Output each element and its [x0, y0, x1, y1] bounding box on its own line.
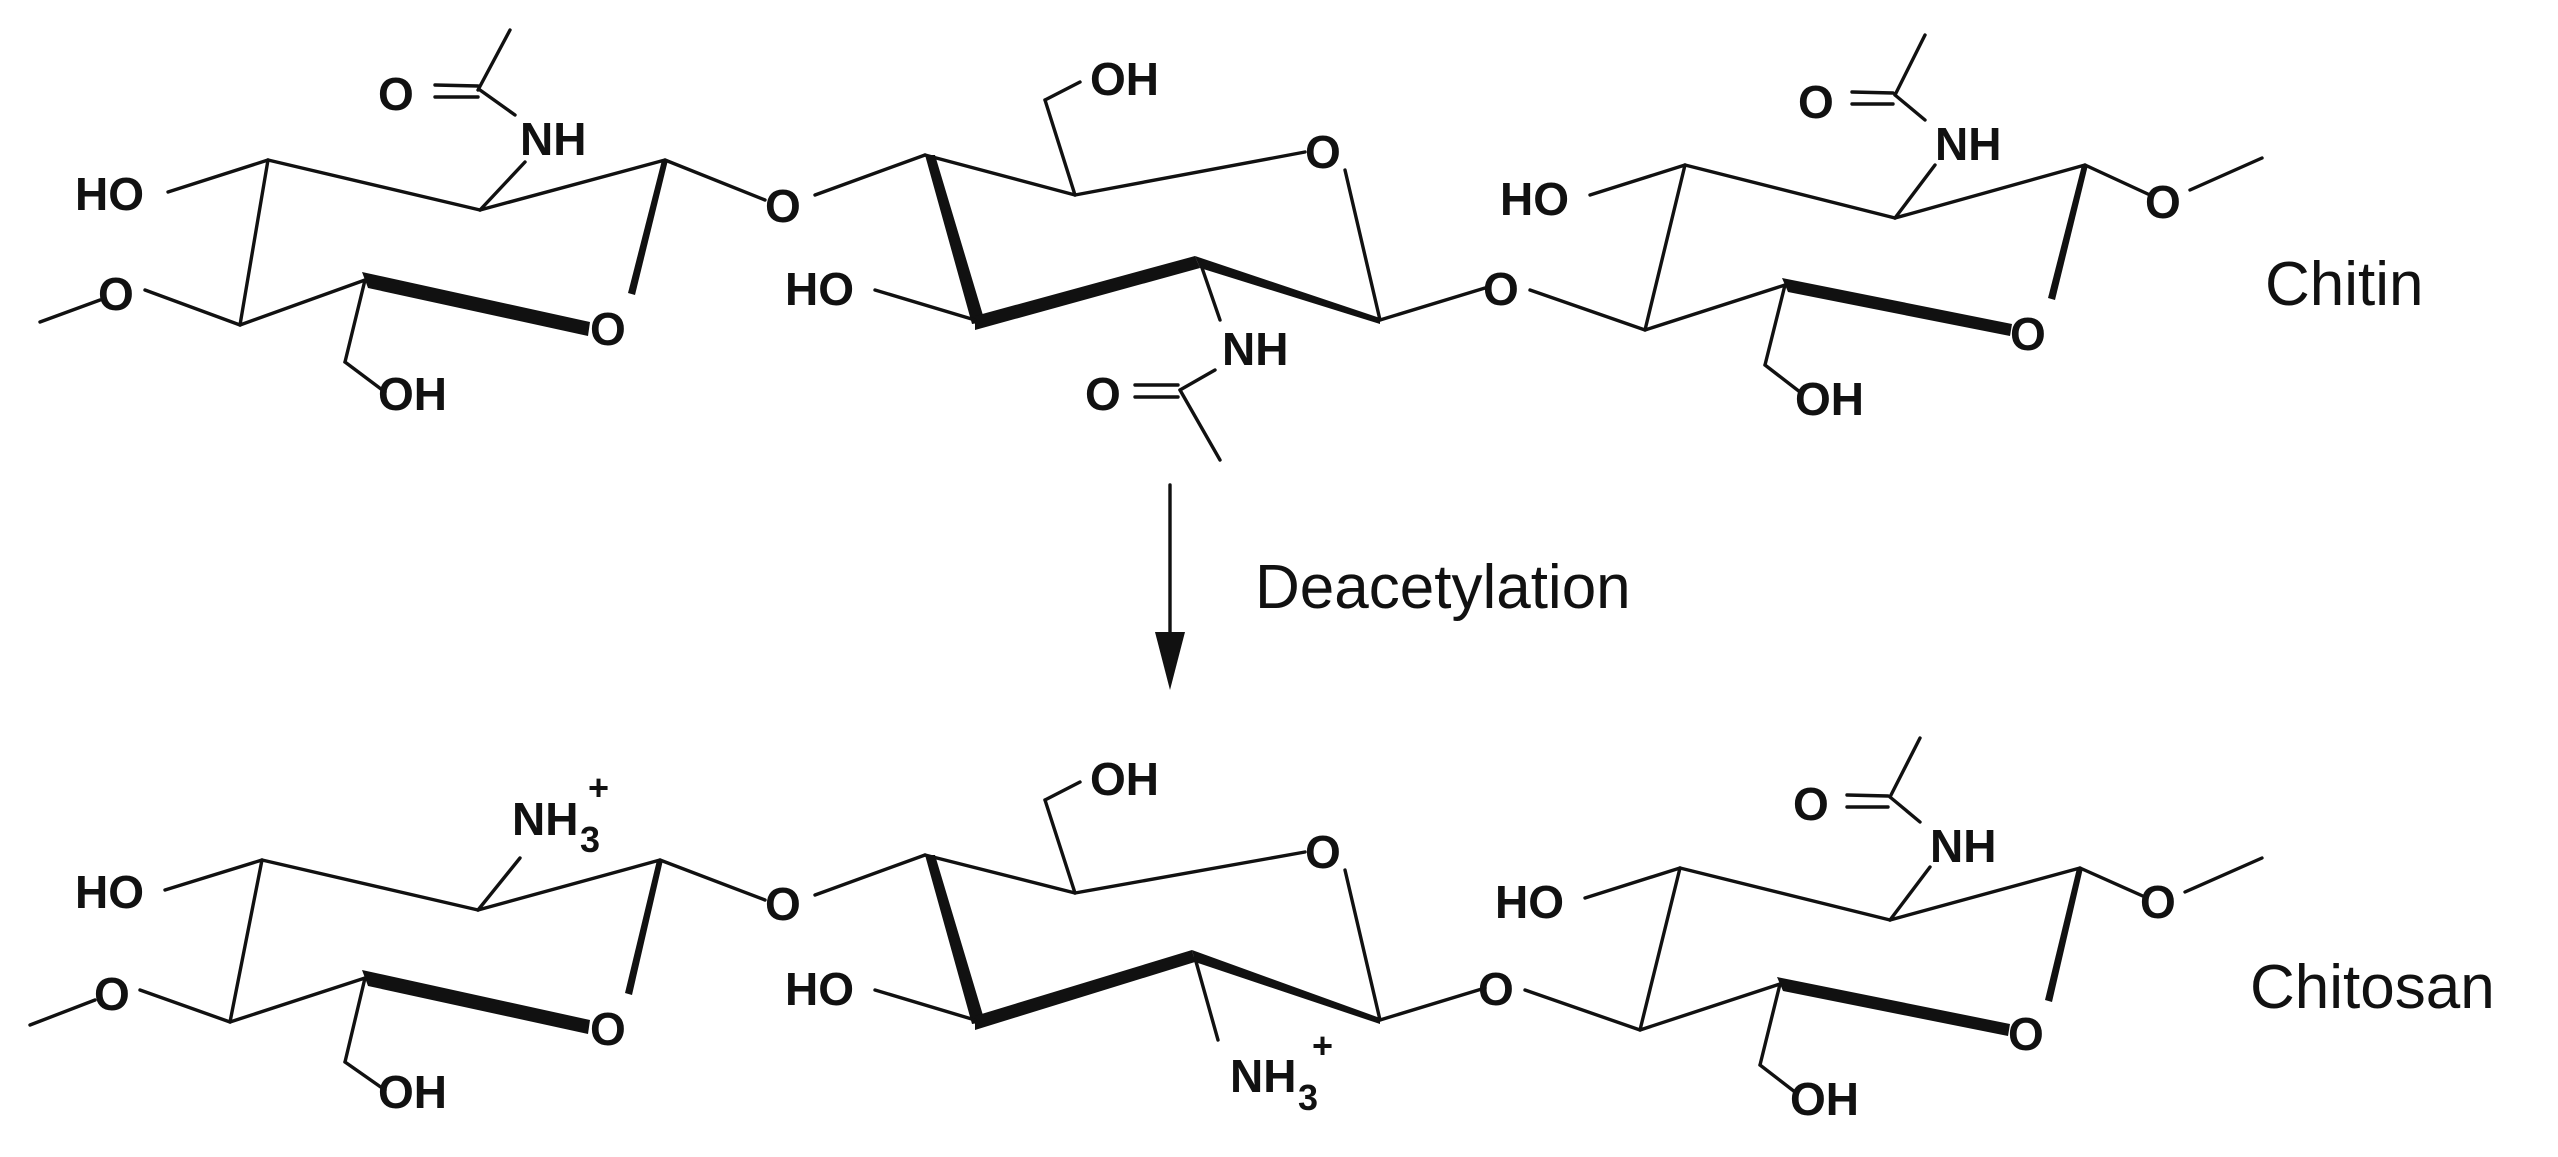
chitin-r2-oh-label: OH — [1090, 53, 1159, 105]
chitin-r3-oh-label: OH — [1795, 373, 1864, 425]
chitosan-r3-oh-label: OH — [1790, 1073, 1859, 1125]
deacetylation-label: Deacetylation — [1255, 553, 1631, 622]
chitin-r1-carbonyl-o-label: O — [378, 68, 414, 120]
chitosan-r2-oh-label: OH — [1090, 753, 1159, 805]
chitosan-r2-ho-label: HO — [785, 963, 854, 1015]
chitosan-r3-ring-o-label: O — [2008, 1008, 2044, 1060]
chitosan-r3-carbonyl-o-label: O — [1793, 778, 1829, 830]
chitosan-structure: HO O OH NH 3 + O O OH O — [28, 736, 2495, 1125]
chitosan-r1-oh-label: OH — [378, 1066, 447, 1118]
chitosan-r3-ho-label: HO — [1495, 876, 1564, 928]
chitin-r1-oh-label: OH — [378, 368, 447, 420]
chitin-link-o1-label: O — [765, 180, 801, 232]
svg-text:+: + — [588, 767, 609, 808]
chitin-structure: HO O OH NH O O O OH — [38, 28, 2424, 462]
chitin-r3-nh-label: NH — [1935, 118, 2001, 170]
chitin-r2-nh-label: NH — [1222, 323, 1288, 375]
chitin-ring-3: HO OH NH O O O — [1500, 33, 2264, 425]
chitosan-r3-methoxy-o-label: O — [2140, 876, 2176, 928]
chitosan-r1-o-left-label: O — [94, 968, 130, 1020]
chitosan-ring-1: HO O OH NH 3 + O O — [28, 767, 801, 1118]
chitin-r3-ho-label: HO — [1500, 173, 1569, 225]
svg-text:+: + — [1312, 1025, 1333, 1066]
chitosan-ring-3: HO OH NH O O O — [1495, 736, 2264, 1125]
chitin-ring-2: OH O HO NH O O — [785, 53, 1519, 462]
chitin-r1-ring-o-label: O — [590, 303, 626, 355]
svg-text:3: 3 — [1298, 1077, 1318, 1118]
chitosan-link-o1-label: O — [765, 878, 801, 930]
chitosan-r1-ho-label: HO — [75, 866, 144, 918]
chitosan-ring-2: OH O HO NH 3 + O — [785, 753, 1514, 1118]
svg-text:3: 3 — [580, 819, 600, 860]
chitosan-r1-nh3-label: NH 3 + — [512, 767, 609, 860]
chitin-r3-methoxy-o-label: O — [2145, 176, 2181, 228]
chitin-r2-ho-label: HO — [785, 263, 854, 315]
chitosan-r2-ring-o-label: O — [1305, 826, 1341, 878]
chitosan-r2-nh3-label: NH 3 + — [1230, 1025, 1333, 1118]
chitosan-label: Chitosan — [2250, 953, 2495, 1022]
chitin-r2-ring-o-label: O — [1305, 126, 1341, 178]
chitin-r1-nh-label: NH — [520, 113, 586, 165]
svg-text:NH: NH — [1230, 1050, 1296, 1102]
chitin-r3-ring-o-label: O — [2010, 308, 2046, 360]
chitosan-link-o2-label: O — [1478, 963, 1514, 1015]
chitosan-r1-ring-o-label: O — [590, 1003, 626, 1055]
chitosan-r3-nh-label: NH — [1930, 820, 1996, 872]
chitin-link-o2-label: O — [1483, 263, 1519, 315]
chitin-r1-o-left-label: O — [98, 268, 134, 320]
chitin-r1-ho-label: HO — [75, 168, 144, 220]
reaction-arrow — [1155, 483, 1185, 690]
chitin-label: Chitin — [2265, 250, 2424, 319]
chitin-r3-carbonyl-o-label: O — [1798, 76, 1834, 128]
chitin-ring-1: HO O OH NH O O O — [38, 28, 801, 420]
svg-text:NH: NH — [512, 793, 578, 845]
chitin-r2-carbonyl-o-label: O — [1085, 368, 1121, 420]
